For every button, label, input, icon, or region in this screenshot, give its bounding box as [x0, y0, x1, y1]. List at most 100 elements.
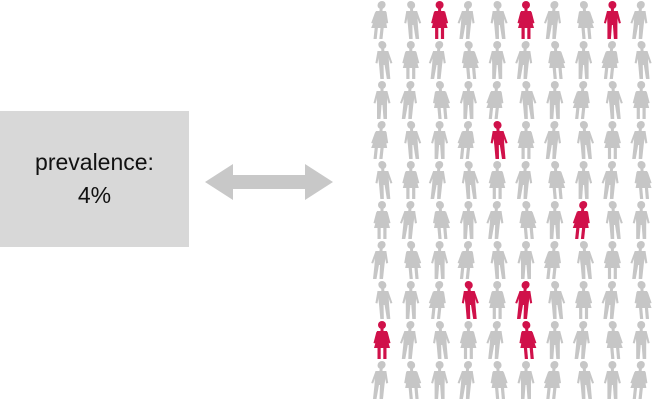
person-icon	[459, 201, 477, 239]
person-icon	[605, 81, 623, 119]
person-icon	[601, 41, 619, 79]
person-icon	[630, 361, 648, 399]
person-icon	[577, 361, 595, 399]
person-icon-highlighted	[373, 321, 391, 359]
person-icon	[399, 321, 417, 359]
person-icon-highlighted	[461, 281, 479, 319]
person-icon	[461, 161, 479, 199]
person-icon	[371, 121, 389, 159]
person-icon	[601, 281, 619, 319]
prevalence-label: prevalence:	[35, 149, 154, 175]
person-icon	[601, 161, 619, 199]
person-icon	[399, 81, 417, 119]
person-icon	[543, 241, 561, 279]
person-icon	[459, 81, 477, 119]
person-icon	[577, 121, 595, 159]
person-icon	[630, 241, 648, 279]
person-icon	[632, 201, 650, 239]
person-icon	[404, 241, 422, 279]
person-icon	[486, 201, 504, 239]
person-icon	[433, 321, 451, 359]
person-icon	[543, 121, 561, 159]
person-icon	[605, 321, 623, 359]
person-icon	[404, 121, 422, 159]
person-icon	[543, 361, 561, 399]
person-icon	[634, 41, 652, 79]
person-icon	[632, 321, 650, 359]
person-icon	[630, 1, 648, 39]
person-icon	[375, 41, 393, 79]
person-icon	[486, 81, 504, 119]
person-icon	[488, 161, 506, 199]
person-icon-highlighted	[603, 1, 621, 39]
person-icon	[515, 161, 533, 199]
person-icon	[575, 161, 593, 199]
person-icon	[399, 201, 417, 239]
person-icon	[575, 281, 593, 319]
person-icon	[433, 81, 451, 119]
person-icon	[546, 81, 564, 119]
person-icon	[404, 361, 422, 399]
person-icon	[373, 201, 391, 239]
person-icon	[577, 241, 595, 279]
person-icon	[402, 281, 420, 319]
person-icon	[375, 161, 393, 199]
person-icon	[546, 321, 564, 359]
prevalence-box: prevalence: 4%	[0, 111, 189, 247]
person-icon	[371, 361, 389, 399]
person-icon	[490, 241, 508, 279]
person-icon	[575, 41, 593, 79]
person-icon-highlighted	[519, 321, 537, 359]
double-headed-arrow-icon	[205, 164, 333, 200]
person-icon	[546, 201, 564, 239]
person-icon	[457, 361, 475, 399]
person-icon	[457, 1, 475, 39]
person-icon	[603, 121, 621, 159]
person-icon	[431, 241, 449, 279]
person-icon	[548, 161, 566, 199]
person-icon	[632, 81, 650, 119]
person-icon	[431, 361, 449, 399]
person-icon	[486, 321, 504, 359]
person-icon-highlighted	[517, 1, 535, 39]
person-icon	[371, 1, 389, 39]
person-icon-highlighted	[431, 1, 449, 39]
person-icon	[402, 161, 420, 199]
person-icon	[605, 201, 623, 239]
person-icon	[543, 1, 561, 39]
person-icon	[519, 81, 537, 119]
person-icon	[603, 361, 621, 399]
person-icon	[488, 281, 506, 319]
person-icon	[634, 161, 652, 199]
person-icon	[519, 201, 537, 239]
person-icon	[488, 41, 506, 79]
person-icon	[515, 41, 533, 79]
person-icon	[404, 1, 422, 39]
person-icon	[428, 41, 446, 79]
person-icon	[457, 241, 475, 279]
person-icon	[577, 1, 595, 39]
person-icon	[373, 81, 391, 119]
person-icon	[371, 241, 389, 279]
person-icon	[375, 281, 393, 319]
person-icon	[517, 241, 535, 279]
person-icon	[517, 361, 535, 399]
person-icon	[548, 41, 566, 79]
person-icon-highlighted	[572, 201, 590, 239]
person-icon	[572, 321, 590, 359]
people-grid	[371, 1, 652, 399]
person-icon	[572, 81, 590, 119]
person-icon	[431, 121, 449, 159]
person-icon	[459, 321, 477, 359]
person-icon	[490, 361, 508, 399]
person-icon	[634, 281, 652, 319]
person-icon	[428, 161, 446, 199]
person-icon	[433, 201, 451, 239]
person-icon	[402, 41, 420, 79]
person-icon	[428, 281, 446, 319]
person-icon	[461, 41, 479, 79]
person-icon	[457, 121, 475, 159]
person-icon	[490, 1, 508, 39]
person-icon	[517, 121, 535, 159]
person-icon	[548, 281, 566, 319]
